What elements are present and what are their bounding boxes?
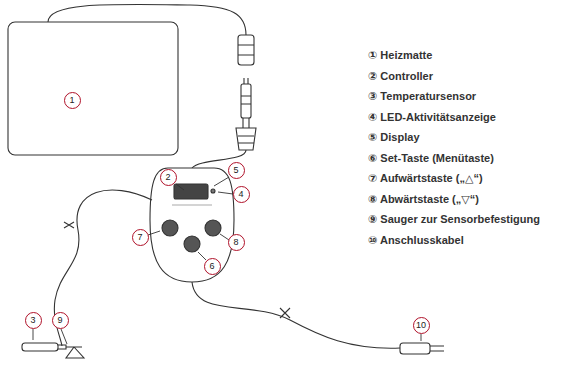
part-name: ⑥ Set-Taste (Menütaste) — [368, 152, 494, 165]
cable-sleeve — [243, 118, 249, 128]
part-name: ⑨ Sauger zur Sensorbefestigung — [368, 213, 540, 226]
callout-number: 7 — [132, 229, 149, 246]
socket-connector — [238, 35, 254, 65]
callout-number: 3 — [25, 312, 42, 329]
heating-mat — [8, 22, 178, 155]
strain-relief — [236, 128, 256, 150]
suction-cup — [66, 347, 84, 358]
set-button — [184, 236, 200, 252]
callout-number: 6 — [204, 258, 221, 275]
plug-ribs — [241, 96, 251, 104]
callout-number: 8 — [228, 234, 245, 251]
cable-tie — [280, 308, 290, 318]
up-button — [162, 220, 178, 236]
part-name: ① Heizmatte — [368, 49, 432, 62]
part-name: ⑤ Display — [368, 131, 420, 144]
plug-pins — [244, 78, 248, 84]
strain-relief-ribs — [238, 136, 254, 143]
connector-ribs — [238, 45, 254, 55]
panel-line — [172, 204, 212, 205]
part-name: ③ Temperatursensor — [368, 90, 476, 103]
part-name: ⑦ Aufwärtstaste („△“) — [368, 172, 483, 185]
cable-tie — [64, 222, 74, 228]
callout-number: 5 — [228, 162, 245, 179]
plug-prongs — [430, 346, 444, 351]
leader-lines — [33, 177, 421, 344]
part-name: ⑩ Anschlusskabel — [368, 234, 464, 247]
callout-number: 1 — [64, 92, 81, 109]
callout-number: 9 — [52, 312, 69, 329]
temperature-sensor — [22, 343, 58, 351]
sensor-cable — [54, 190, 152, 346]
part-name: ② Controller — [368, 70, 433, 83]
controller-housing — [150, 168, 234, 282]
mat-cable — [48, 4, 246, 35]
callout-number: 2 — [160, 169, 177, 186]
part-name: ④ LED-Aktivitätsanzeige — [368, 111, 496, 124]
mains-plug — [400, 343, 430, 354]
callout-number: 10 — [413, 317, 430, 334]
power-cable — [192, 282, 400, 348]
sensor-sleeve — [58, 345, 66, 349]
led-indicator — [211, 189, 215, 193]
plug-connector — [241, 84, 251, 118]
display — [174, 184, 208, 199]
part-name: ⑧ Abwärtstaste („▽“) — [368, 193, 479, 206]
down-button — [205, 220, 221, 236]
callout-number: 4 — [233, 186, 250, 203]
